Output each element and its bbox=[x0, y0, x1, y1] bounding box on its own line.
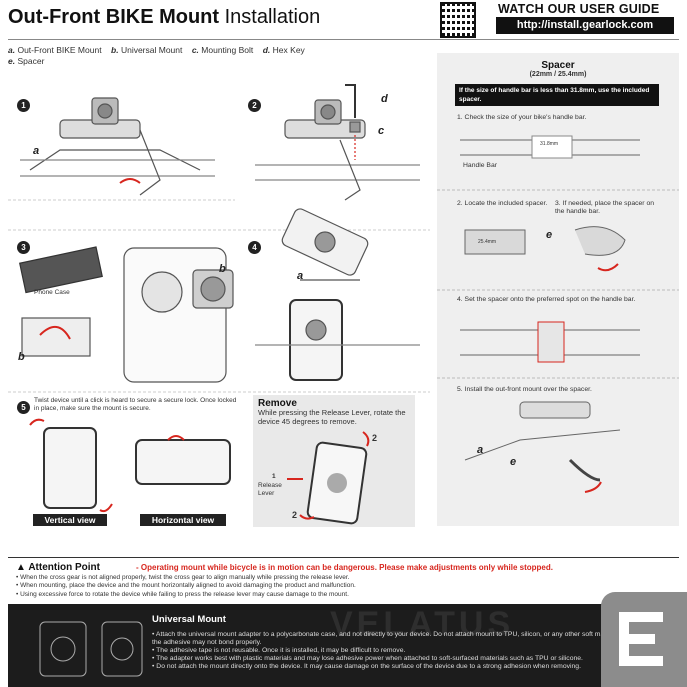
step4-number: 4 bbox=[248, 241, 261, 254]
step3-illustration bbox=[20, 247, 233, 382]
spacer-title: Spacer bbox=[437, 60, 679, 71]
universal-mount-list: • Attach the universal mount adapter to … bbox=[152, 631, 632, 671]
um-item: • The adhesive tape is not reusable. Onc… bbox=[152, 647, 632, 655]
spacer-step4: 4. Set the spacer onto the preferred spo… bbox=[457, 296, 667, 304]
remove-num-2b: 2 bbox=[292, 511, 297, 519]
spacer-size-label: 25.4mm bbox=[478, 238, 496, 246]
attention-list: • When the cross gear is not aligned pro… bbox=[16, 574, 656, 599]
step3-number: 3 bbox=[17, 241, 30, 254]
remove-num-1: 1 bbox=[272, 473, 276, 481]
attention-title: ▲ Attention Point bbox=[16, 562, 100, 573]
spacer-label-e: e bbox=[546, 229, 552, 241]
step4-label-a: a bbox=[297, 270, 303, 282]
spacer-notice: If the size of handle bar is less than 3… bbox=[455, 84, 659, 106]
um-item: • The adapter works best with plastic ma… bbox=[152, 655, 632, 663]
step1-label-a: a bbox=[33, 145, 39, 157]
um-item: • Attach the universal mount adapter to … bbox=[152, 631, 632, 647]
horizontal-view-badge: Horizontal view bbox=[140, 514, 226, 526]
step2-label-c: c bbox=[378, 125, 384, 137]
step2-number: 2 bbox=[248, 99, 261, 112]
universal-mount-drawing bbox=[8, 604, 148, 687]
spacer-step5: 5. Install the out-front mount over the … bbox=[457, 386, 667, 394]
release-lever-label: Release Lever bbox=[258, 482, 298, 498]
step1-illustration bbox=[20, 98, 215, 195]
step5-illustration bbox=[30, 420, 230, 511]
universal-mount-title: Universal Mount bbox=[152, 614, 226, 625]
remove-num-2: 2 bbox=[372, 434, 377, 442]
step3-label-b2: b bbox=[219, 263, 226, 275]
ruler-label: 31.8mm bbox=[540, 140, 558, 148]
attention-divider bbox=[8, 557, 679, 558]
spacer-label-a: a bbox=[477, 444, 483, 456]
attention-item: • Using excessive force to rotate the de… bbox=[16, 591, 656, 599]
spacer-label-e2: e bbox=[510, 456, 516, 468]
step3-label-b: b bbox=[18, 351, 25, 363]
step1-number: 1 bbox=[17, 99, 30, 112]
phone-case-label: Phone Case bbox=[34, 289, 70, 297]
remove-text: While pressing the Release Lever, rotate… bbox=[258, 409, 408, 426]
warning-icon: ▲ bbox=[16, 562, 26, 573]
spacer-step3: 3. If needed, place the spacer on the ha… bbox=[555, 200, 665, 216]
step2-label-d: d bbox=[381, 93, 388, 105]
spacer-step1: 1. Check the size of your bike's handle … bbox=[457, 114, 667, 122]
spacer-subtitle: (22mm / 25.4mm) bbox=[437, 71, 679, 78]
step5-number: 5 bbox=[17, 401, 30, 414]
handle-bar-label: Handle Bar bbox=[463, 162, 497, 170]
logo-e-icon bbox=[601, 592, 687, 687]
vertical-view-badge: Vertical view bbox=[33, 514, 107, 526]
attention-item: • When the cross gear is not aligned pro… bbox=[16, 574, 656, 582]
step5-text: Twist device until a click is heard to s… bbox=[34, 397, 239, 413]
step2-illustration bbox=[255, 85, 420, 200]
corner-logo-icon bbox=[601, 592, 687, 687]
step4-illustration bbox=[255, 207, 420, 380]
spacer-step2: 2. Locate the included spacer. bbox=[457, 200, 552, 208]
spacer-drawings bbox=[437, 53, 679, 526]
um-item: • Do not attach the mount directly onto … bbox=[152, 663, 632, 671]
attention-item: • When mounting, place the device and th… bbox=[16, 582, 656, 590]
attention-warning: - Operating mount while bicycle is in mo… bbox=[136, 563, 553, 572]
